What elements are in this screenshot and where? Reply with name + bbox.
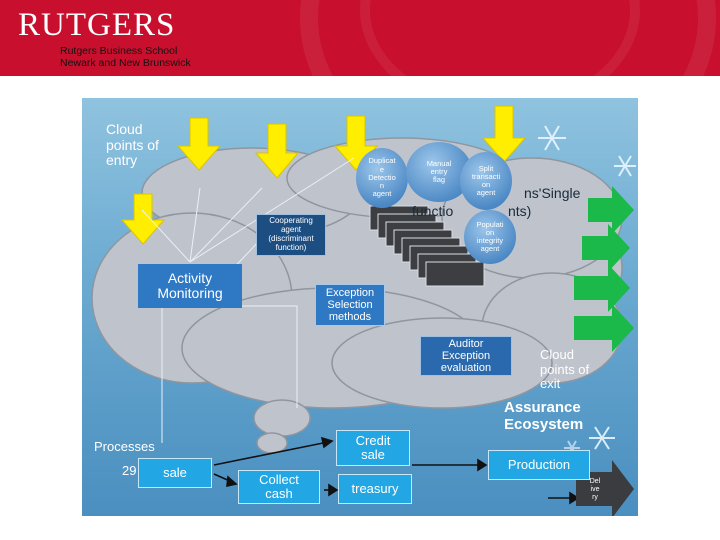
hidden-text-line-2: functio <box>412 203 454 219</box>
cloud-entry-label: Cloud points of entry <box>106 121 159 169</box>
cooperating-agent-box: Cooperating agent (discriminant function… <box>256 214 326 256</box>
sale-box: sale <box>138 458 212 488</box>
hidden-text-line-2b: nts) <box>508 203 532 219</box>
production-box: Production <box>488 450 590 480</box>
exit-arrow-icon <box>574 186 634 352</box>
header-banner: RUTGERS Rutgers Business School Newark a… <box>0 0 720 76</box>
process-arrows <box>213 436 580 505</box>
diagram-canvas: Cloud points of entry Activity Monitorin… <box>82 98 638 516</box>
processes-label: Processes <box>94 439 155 454</box>
small-cloud-shape <box>253 399 311 454</box>
processes-number: 29 <box>122 463 137 478</box>
delivery-arrow-icon <box>576 460 634 516</box>
auditor-exception-box: Auditor Exception evaluation <box>420 336 512 376</box>
duplicate-detection-bubble: Duplicat e Detectio n agent <box>356 148 408 208</box>
agent-card-stack <box>369 205 485 287</box>
snowflake-icon <box>538 125 636 456</box>
collect-cash-box: Collect cash <box>238 470 320 504</box>
rutgers-logo: RUTGERS <box>18 7 176 43</box>
assurance-ecosystem-label: Assurance Ecosystem <box>504 399 584 433</box>
population-integrity-bubble: Populati on integrity agent <box>464 210 516 264</box>
activity-monitoring-box: Activity Monitoring <box>138 264 242 308</box>
treasury-box: treasury <box>338 474 412 504</box>
school-line-2: Newark and New Brunswick <box>60 57 191 69</box>
hidden-text-line-1: ns'Single <box>524 185 581 201</box>
cloud-exit-label: Cloud points of exit <box>540 347 590 392</box>
seal-watermark-inner <box>360 0 640 76</box>
school-line-1: Rutgers Business School <box>60 45 178 57</box>
school-name: Rutgers Business School Newark and New B… <box>60 45 191 69</box>
exception-selection-box: Exception Selection methods <box>315 284 385 326</box>
credit-sale-box: Credit sale <box>336 430 410 466</box>
split-transaction-bubble: Split transacti on agent <box>460 152 512 210</box>
delivery-label: Del ive ry <box>589 478 601 501</box>
